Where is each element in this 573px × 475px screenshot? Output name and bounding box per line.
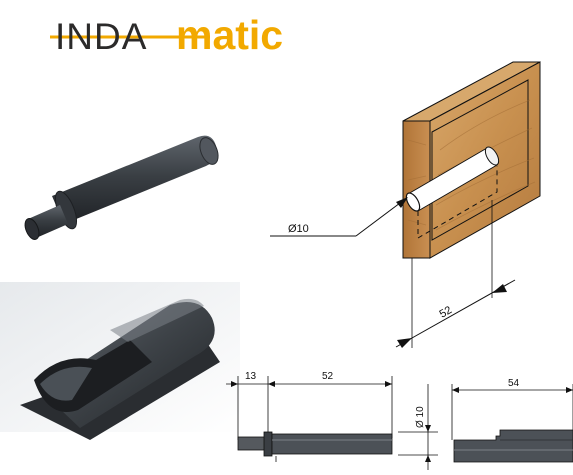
side-collar — [237, 436, 269, 451]
drill-hole-mouth — [405, 192, 421, 212]
depth-label: 52 — [438, 304, 455, 321]
side-body — [271, 433, 393, 455]
diameter-leader-diagonal — [355, 199, 405, 237]
brand-logo: INDA matic — [50, 12, 283, 58]
body-length-label: 52 — [322, 371, 334, 382]
hidden-hole-lines — [417, 166, 498, 239]
depth-arrow-right — [492, 284, 507, 293]
wood-block-diagram: Ø10 52 — [270, 61, 541, 348]
housing-arrow-right — [566, 387, 573, 393]
pin-rod — [52, 135, 217, 224]
dia-arrow-top — [425, 425, 431, 432]
depth-arrow-left — [397, 338, 412, 348]
housing-length-label: 54 — [508, 378, 520, 389]
side-arrow-1 — [231, 381, 238, 387]
housing-photo — [0, 282, 240, 440]
diameter-arrowhead — [396, 197, 408, 208]
diameter-label: Ø10 — [288, 223, 309, 235]
wood-recess-outline — [431, 79, 529, 241]
side-flange — [263, 431, 273, 457]
drill-hole-end — [484, 146, 500, 166]
diameter-side-label: Ø 10 — [415, 406, 426, 428]
housing-view-drawing: 54 — [451, 378, 573, 463]
pin-photo — [24, 135, 219, 240]
side-view-drawing: 13 52 Ø 10 — [226, 371, 438, 470]
pin-rod-end — [199, 137, 219, 165]
housing-arrow-left — [452, 387, 459, 393]
side-arrow-3 — [385, 381, 392, 387]
housing-profile — [453, 429, 573, 463]
housing-highlight — [110, 298, 204, 342]
logo-suffix-text: matic — [176, 12, 283, 58]
dia-arrow-bottom — [425, 455, 431, 462]
pin-tip-end — [24, 218, 40, 240]
collar-length-label: 13 — [245, 371, 257, 382]
side-arrow-2 — [268, 381, 275, 387]
logo-prefix-text: INDA — [55, 16, 147, 57]
housing-slot-highlight — [40, 366, 92, 401]
